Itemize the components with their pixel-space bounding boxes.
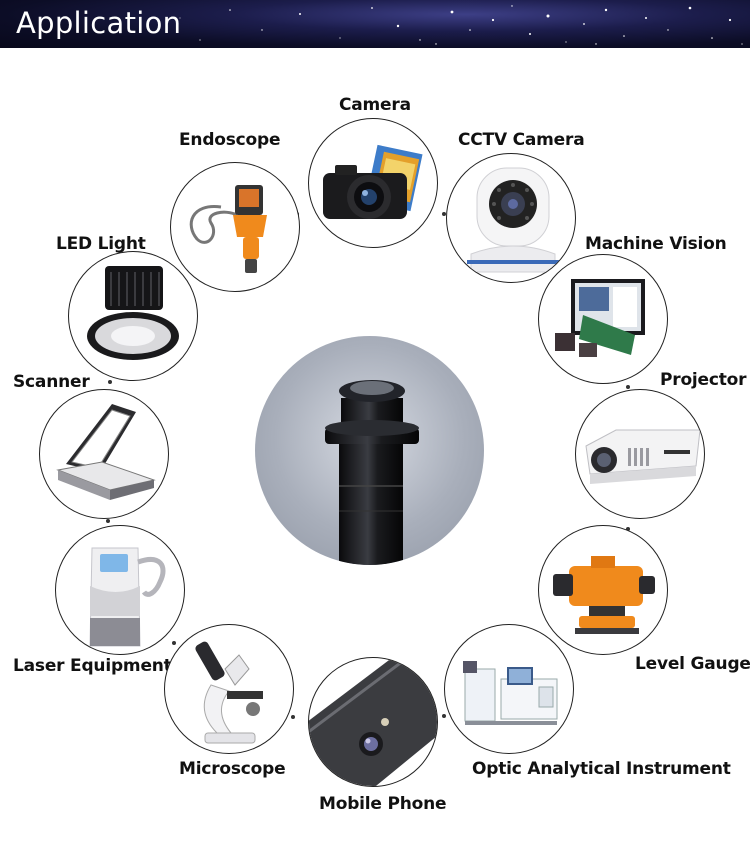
application-circle-endoscope	[170, 162, 300, 292]
machine-vision-icon	[555, 279, 645, 357]
scanner-icon	[56, 404, 156, 500]
level-gauge-icon	[553, 556, 655, 634]
application-label-projector: Projector	[660, 370, 747, 390]
application-circle-level-gauge	[538, 525, 668, 655]
application-label-optic-analytical-instrument: Optic Analytical Instrument	[472, 759, 731, 779]
projector-icon	[585, 429, 701, 484]
application-circle-mobile-phone	[308, 657, 438, 787]
ring-dot	[442, 212, 446, 216]
ring-dot	[106, 519, 110, 523]
application-circle-laser-equipment	[55, 525, 185, 655]
application-circle-projector	[575, 389, 705, 519]
center-lens-circle	[255, 336, 484, 565]
lens-icon	[325, 380, 419, 565]
application-circle-microscope	[164, 624, 294, 754]
ring-dot	[172, 641, 176, 645]
microscope-icon	[195, 641, 263, 744]
application-label-scanner: Scanner	[13, 372, 90, 392]
ring-dot	[626, 385, 630, 389]
application-circle-scanner	[39, 389, 169, 519]
ring-dot	[108, 380, 112, 384]
application-label-led-light: LED Light	[56, 234, 146, 254]
application-circle-led-light	[68, 251, 198, 381]
ring-dot	[291, 715, 295, 719]
led-light-icon	[87, 266, 179, 360]
application-circle-camera	[308, 118, 438, 248]
endoscope-icon	[189, 185, 267, 273]
cctv-camera-icon	[467, 167, 559, 273]
application-circle-machine-vision	[538, 254, 668, 384]
application-label-microscope: Microscope	[179, 759, 286, 779]
camera-icon	[323, 144, 423, 219]
application-label-mobile-phone: Mobile Phone	[319, 794, 447, 814]
header-banner: Application	[0, 0, 750, 48]
application-circle-cctv-camera	[446, 153, 576, 283]
optic-analytical-instrument-icon	[463, 661, 558, 725]
laser-equipment-icon	[89, 547, 166, 647]
application-label-endoscope: Endoscope	[179, 130, 281, 150]
page-title: Application	[16, 6, 182, 40]
application-label-laser-equipment: Laser Equipment	[13, 656, 172, 676]
application-circle-optic-analytical-instrument	[444, 624, 574, 754]
ring-dot	[442, 714, 446, 718]
starfield-decoration	[179, 5, 743, 45]
application-label-machine-vision: Machine Vision	[585, 234, 727, 254]
mobile-phone-icon	[309, 658, 437, 786]
application-label-camera: Camera	[339, 95, 411, 115]
application-label-cctv-camera: CCTV Camera	[458, 130, 585, 150]
application-label-level-gauge: Level Gauge	[635, 654, 750, 674]
